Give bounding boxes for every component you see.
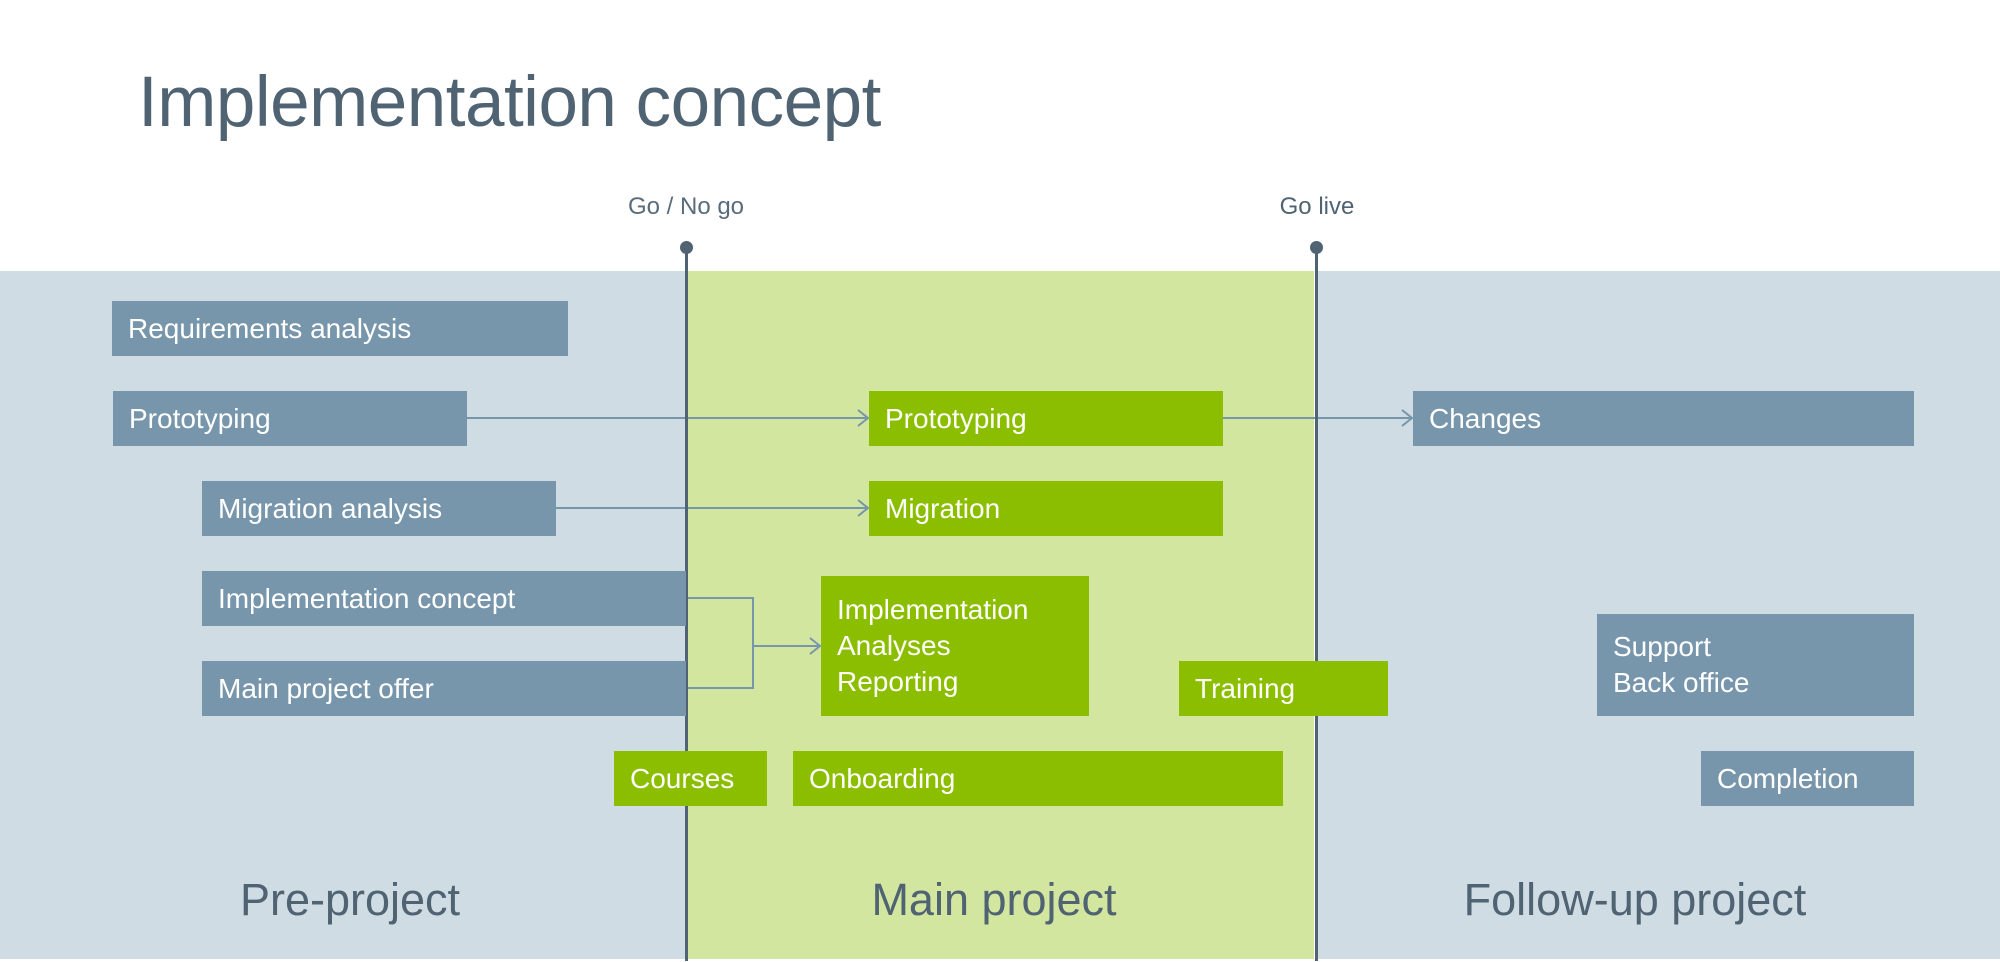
task-implementation-concept: Implementation concept xyxy=(202,571,686,626)
task-migration: Migration xyxy=(869,481,1223,536)
task-completion: Completion xyxy=(1701,751,1914,806)
task-changes: Changes xyxy=(1413,391,1914,446)
milestone-label-go-live: Go live xyxy=(1279,193,1355,220)
task-onboarding: Onboarding xyxy=(793,751,1283,806)
task-label-line-3: Reporting xyxy=(837,666,959,697)
task-label: Courses xyxy=(630,762,735,794)
task-courses: Courses xyxy=(614,751,767,806)
milestone-dot-go-no-go xyxy=(680,241,693,254)
task-support-back-office: Support Back office xyxy=(1597,614,1914,716)
connector-bracket xyxy=(686,597,754,689)
milestone-line-go-live xyxy=(1315,247,1318,961)
task-label: Training xyxy=(1195,672,1296,704)
phase-label-main-project: Main project xyxy=(871,874,1117,925)
task-label: Migration analysis xyxy=(218,492,443,524)
task-label-line-1: Support xyxy=(1613,631,1712,662)
task-label: Main project offer xyxy=(218,672,434,704)
task-prototyping-pre: Prototyping xyxy=(113,391,467,446)
task-requirements-analysis: Requirements analysis xyxy=(112,301,568,356)
task-label: Completion xyxy=(1717,762,1859,794)
task-label-line-2: Back office xyxy=(1613,667,1750,698)
task-label-line-1: Implementation xyxy=(837,594,1029,625)
task-label-line-2: Analyses xyxy=(837,630,951,661)
task-label: Migration xyxy=(885,492,1001,524)
milestone-label-go-no-go: Go / No go xyxy=(627,193,745,220)
milestone-dot-go-live xyxy=(1310,241,1323,254)
task-implementation-analyses-reporting: Implementation Analyses Reporting xyxy=(821,576,1089,716)
task-label: Changes xyxy=(1429,402,1542,434)
page-title: Implementation concept xyxy=(138,63,881,142)
phase-label-pre-project: Pre-project xyxy=(239,874,461,925)
task-label: Requirements analysis xyxy=(128,312,412,344)
task-label: Prototyping xyxy=(885,402,1027,434)
task-training: Training xyxy=(1179,661,1388,716)
task-label: Implementation concept xyxy=(218,582,516,614)
task-label: Prototyping xyxy=(129,402,271,434)
task-main-project-offer: Main project offer xyxy=(202,661,686,716)
task-label: Onboarding xyxy=(809,762,956,794)
task-prototyping-main: Prototyping xyxy=(869,391,1223,446)
task-migration-analysis: Migration analysis xyxy=(202,481,556,536)
milestone-line-go-no-go xyxy=(685,247,688,961)
phase-label-follow-up-project: Follow-up project xyxy=(1463,874,1807,925)
